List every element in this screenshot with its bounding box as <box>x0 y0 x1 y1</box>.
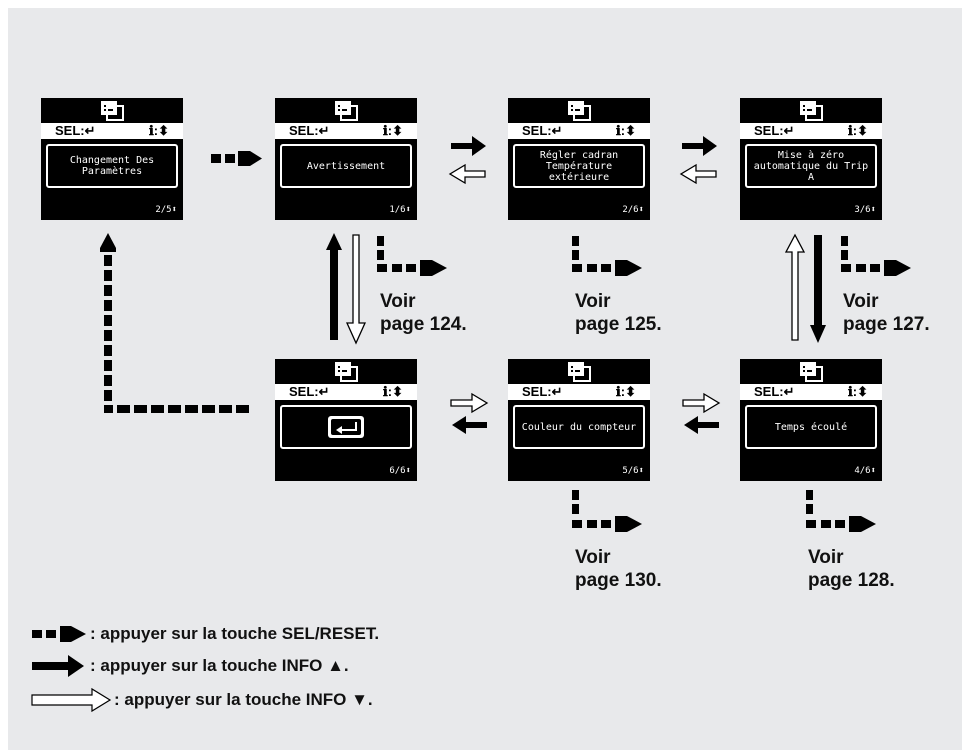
screen-message: Temps écoulé <box>745 405 877 449</box>
screen-message: Couleur du compteur <box>513 405 645 449</box>
dashed-arrow-s2-p124 <box>377 236 447 276</box>
screen-page-number: 2/5⬍ <box>155 205 177 215</box>
info-label: ℹ:⬍ <box>615 384 636 399</box>
screen-message <box>280 405 412 449</box>
menu-icon <box>508 361 650 383</box>
screen-header: SEL:↵ ℹ:⬍ <box>740 123 882 139</box>
screen-header: SEL:↵ ℹ:⬍ <box>275 123 417 139</box>
page-ref: page 130. <box>575 570 662 591</box>
ref-page-127: Voir page 127. <box>843 290 930 336</box>
hollow-arrow-s2-s5 <box>345 234 367 345</box>
legend-info-up: : appuyer sur la touche INFO ▲. <box>90 656 349 675</box>
hollow-arrow-s6-s7 <box>682 392 721 414</box>
info-label: ℹ:⬍ <box>615 123 636 138</box>
hollow-arrow-s5-s6 <box>450 392 489 414</box>
dashed-arrow-s4-p127 <box>841 236 911 276</box>
screen-page-number: 3/6⬍ <box>854 205 876 215</box>
sel-label: SEL:↵ <box>522 384 563 399</box>
screen-temps-ecoule: SEL:↵ ℹ:⬍ Temps écoulé 4/6⬍ <box>740 359 882 481</box>
voir-label: Voir <box>575 547 611 568</box>
screen-page-number: 6/6⬍ <box>389 466 411 476</box>
ref-page-125: Voir page 125. <box>575 290 662 336</box>
solid-arrow-s5-s2 <box>326 233 342 340</box>
info-label: ℹ:⬍ <box>382 123 403 138</box>
menu-icon <box>275 100 417 122</box>
screen-message: Changement Des Paramètres <box>46 144 178 188</box>
screen-header: SEL:↵ ℹ:⬍ <box>41 123 183 139</box>
screen-avertissement: SEL:↵ ℹ:⬍ Avertissement 1/6⬍ <box>275 98 417 220</box>
dashed-arrow-s6-p130 <box>572 490 642 532</box>
return-icon <box>328 416 364 438</box>
sel-label: SEL:↵ <box>55 123 96 138</box>
info-label: ℹ:⬍ <box>382 384 403 399</box>
menu-icon <box>41 100 183 122</box>
screen-page-number: 5/6⬍ <box>622 466 644 476</box>
menu-icon <box>275 361 417 383</box>
dashed-arrow-s7-p128 <box>806 490 876 532</box>
solid-arrow-s3-s4 <box>682 136 717 156</box>
screen-page-number: 4/6⬍ <box>854 466 876 476</box>
legend-info-down: : appuyer sur la touche INFO ▼. <box>114 690 373 709</box>
menu-icon <box>508 100 650 122</box>
menu-icon <box>740 100 882 122</box>
solid-arrow-s6-s5 <box>452 416 487 434</box>
dashed-arrow-s3-p125 <box>572 236 642 276</box>
legend-hollow-symbol <box>31 687 112 713</box>
solid-arrow-s4-s7 <box>810 235 826 343</box>
voir-label: Voir <box>380 291 416 312</box>
screen-couleur-compteur: SEL:↵ ℹ:⬍ Couleur du compteur 5/6⬍ <box>508 359 650 481</box>
legend-solid-symbol <box>32 655 84 677</box>
ref-page-130: Voir page 130. <box>575 546 662 592</box>
sel-label: SEL:↵ <box>289 384 330 399</box>
ref-page-128: Voir page 128. <box>808 546 895 592</box>
page-ref: page 127. <box>843 314 930 335</box>
voir-label: Voir <box>843 291 879 312</box>
sel-label: SEL:↵ <box>754 123 795 138</box>
hollow-arrow-s3-s2 <box>448 163 486 185</box>
screen-page-number: 2/6⬍ <box>622 205 644 215</box>
page-ref: page 128. <box>808 570 895 591</box>
legend-sel-reset: : appuyer sur la touche SEL/RESET. <box>90 624 380 643</box>
page-ref: page 125. <box>575 314 662 335</box>
legend-dashed-symbol <box>32 626 86 642</box>
screen-header: SEL:↵ ℹ:⬍ <box>508 123 650 139</box>
dashed-arrow-s1-s2 <box>211 151 262 166</box>
screen-header: SEL:↵ ℹ:⬍ <box>740 384 882 400</box>
screen-message: Mise à zéro automatique du Trip A <box>745 144 877 188</box>
screen-changement-parametres: SEL:↵ ℹ:⬍ Changement Des Paramètres 2/5⬍ <box>41 98 183 220</box>
screen-header: SEL:↵ ℹ:⬍ <box>275 384 417 400</box>
voir-label: Voir <box>808 547 844 568</box>
hollow-arrow-s4-s3 <box>679 163 717 185</box>
page-ref: page 124. <box>380 314 467 335</box>
info-label: ℹ:⬍ <box>847 123 868 138</box>
info-label: ℹ:⬍ <box>148 123 169 138</box>
screen-message: Avertissement <box>280 144 412 188</box>
solid-arrow-s7-s6 <box>684 416 719 434</box>
screen-message: Régler cadran Température extérieure <box>513 144 645 188</box>
hollow-arrow-s7-s4 <box>784 233 806 341</box>
screen-mise-a-zero-trip: SEL:↵ ℹ:⬍ Mise à zéro automatique du Trip… <box>740 98 882 220</box>
screen-header: SEL:↵ ℹ:⬍ <box>508 384 650 400</box>
dashed-return-s5-s1 <box>100 233 249 413</box>
sel-label: SEL:↵ <box>289 123 330 138</box>
ref-page-124: Voir page 124. <box>380 290 467 336</box>
voir-label: Voir <box>575 291 611 312</box>
sel-label: SEL:↵ <box>754 384 795 399</box>
solid-arrow-s2-s3 <box>451 136 486 156</box>
info-label: ℹ:⬍ <box>847 384 868 399</box>
screen-regler-temperature: SEL:↵ ℹ:⬍ Régler cadran Température extér… <box>508 98 650 220</box>
sel-label: SEL:↵ <box>522 123 563 138</box>
menu-icon <box>740 361 882 383</box>
screen-retour: SEL:↵ ℹ:⬍ 6/6⬍ <box>275 359 417 481</box>
screen-page-number: 1/6⬍ <box>389 205 411 215</box>
